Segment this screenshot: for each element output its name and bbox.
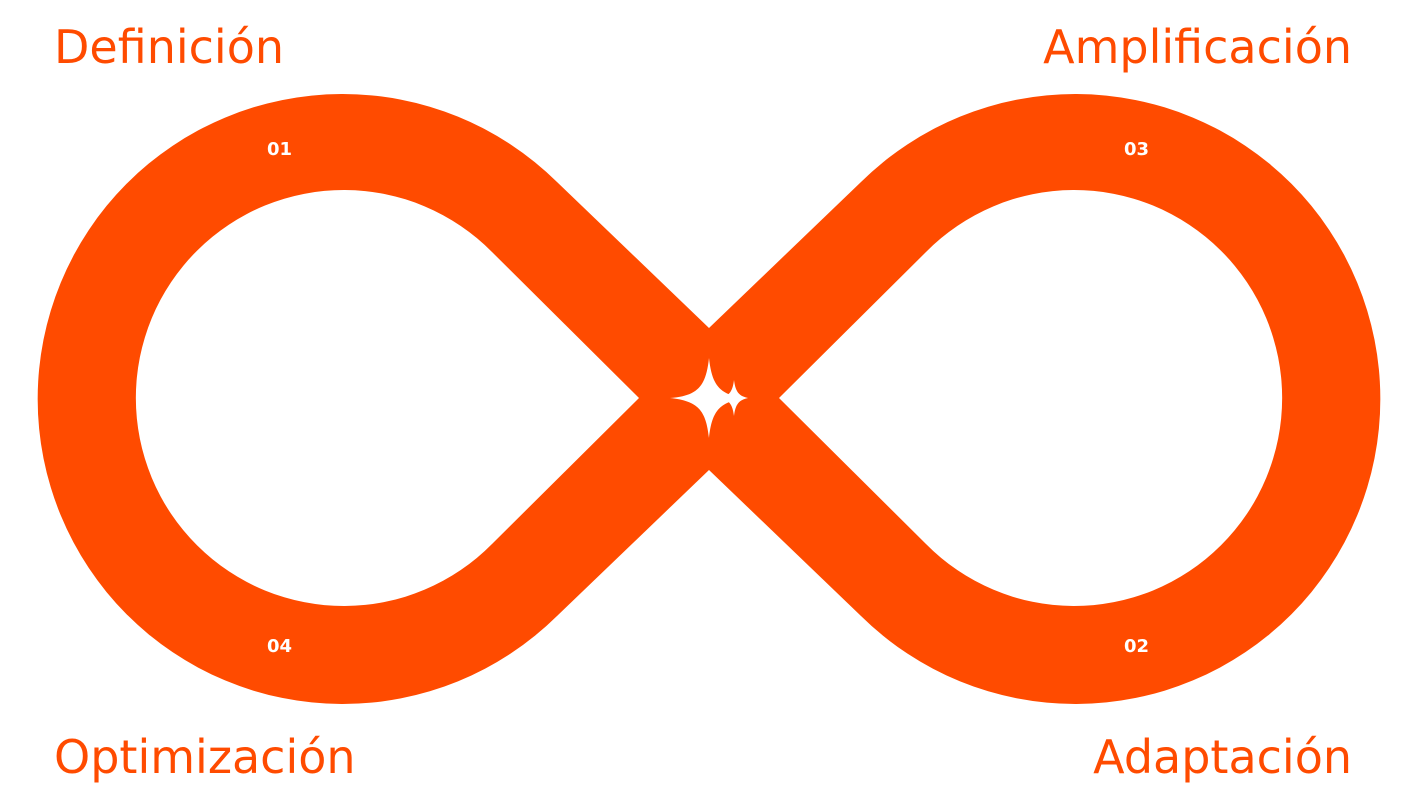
- step-number-03: 03: [1124, 139, 1150, 160]
- step-number-02: 02: [1124, 636, 1150, 657]
- label-definicion: Definición: [54, 20, 284, 74]
- label-adaptacion: Adaptación: [1093, 730, 1352, 784]
- label-amplificacion: Amplificación: [1043, 20, 1352, 74]
- step-number-01: 01: [267, 139, 293, 160]
- sparkle-icon: [670, 358, 748, 438]
- label-optimizacion: Optimización: [54, 730, 356, 784]
- step-number-04: 04: [267, 636, 293, 657]
